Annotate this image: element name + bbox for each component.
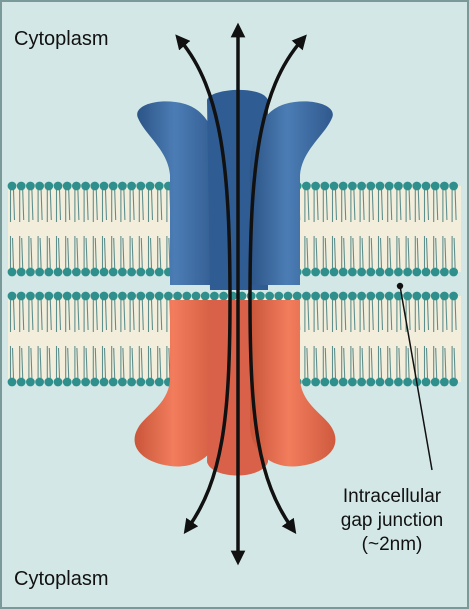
- callout-dot: [397, 283, 403, 289]
- top-region-label: Cytoplasm: [14, 28, 108, 50]
- callout-line-2: gap junction: [341, 510, 443, 531]
- callout-line-1: Intracellular: [343, 486, 442, 507]
- callout-line-3: (~2nm): [362, 534, 423, 555]
- bottom-region-label: Cytoplasm: [14, 568, 108, 590]
